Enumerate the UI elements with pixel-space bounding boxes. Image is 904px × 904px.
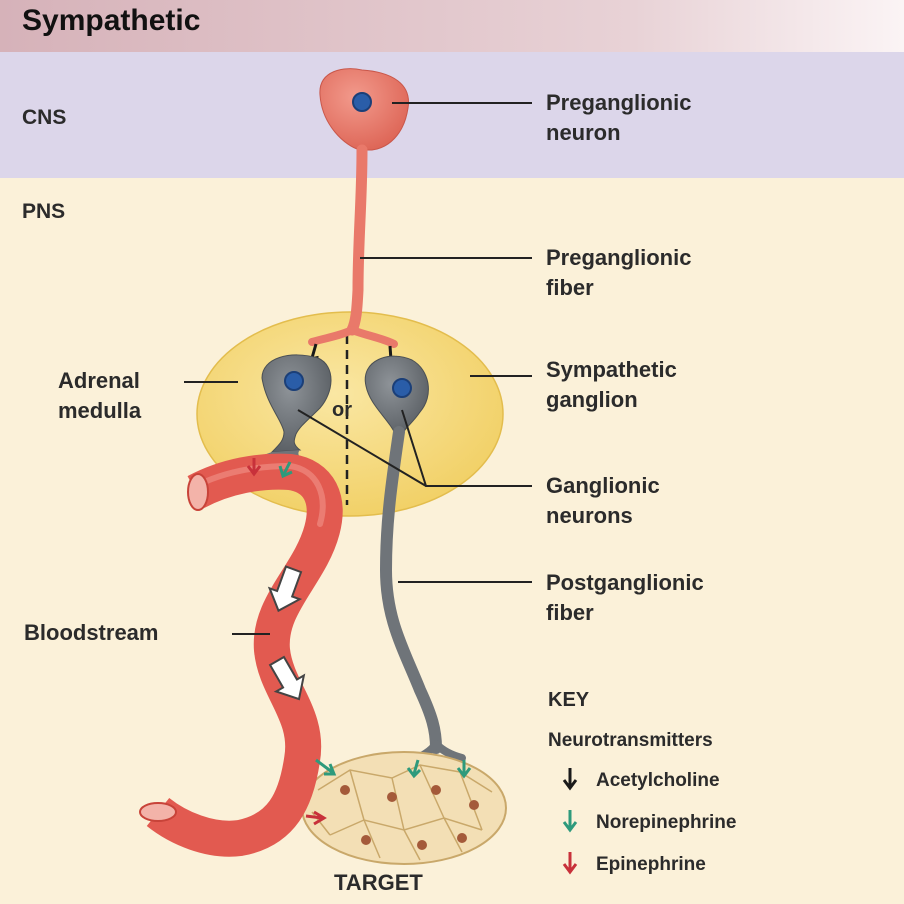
blood-vessel-highlight	[197, 462, 326, 527]
preganglionic-fiber-label: Preganglionic fiber	[546, 245, 698, 300]
vessel-opening-top	[187, 473, 209, 511]
adrenal-cell-nucleus	[284, 371, 304, 391]
epinephrine-arrow-adrenal	[246, 458, 262, 477]
preganglionic-neuron-label: Preganglionic neuron	[546, 90, 698, 145]
ganglionic-neurons-label: Ganglionic neurons	[546, 473, 666, 528]
norepinephrine-arrow-terminal-left	[406, 759, 422, 779]
norepinephrine-arrow-terminal-right	[456, 760, 472, 779]
or-label: or	[332, 399, 352, 421]
cns-band	[0, 52, 904, 178]
vessel-opening-bottom	[139, 802, 177, 822]
epinephrine-key-label: Epinephrine	[596, 854, 706, 875]
adrenal-medulla-label: Adrenal medulla	[58, 368, 146, 423]
acetylcholine-key-label: Acetylcholine	[596, 770, 720, 791]
target-label: TARGET	[334, 870, 423, 895]
ganglionic-neuron-nucleus	[392, 378, 412, 398]
key-item-epinephrine: Epinephrine	[562, 852, 706, 875]
norepinephrine-key-label: Norepinephrine	[596, 812, 736, 833]
norepinephrine-arrow-vessel-target	[315, 758, 337, 776]
epinephrine-arrow-target	[305, 810, 327, 826]
flow-arrow-2	[268, 655, 306, 701]
acetylcholine-arrow-left	[310, 343, 319, 364]
acetylcholine-key-icon	[562, 768, 578, 791]
sympathetic-ganglion-label: Sympathetic ganglion	[546, 357, 683, 412]
postganglionic-fiber	[379, 426, 442, 754]
pns-label: PNS	[22, 200, 65, 223]
header-band	[0, 0, 904, 52]
norepinephrine-arrow-adrenal	[278, 461, 293, 479]
norepinephrine-key-icon	[562, 810, 578, 833]
epinephrine-key-icon	[562, 852, 578, 875]
key-subtitle: Neurotransmitters	[548, 730, 713, 751]
adrenal-medulla-cell	[261, 354, 332, 453]
bloodstream-label: Bloodstream	[24, 620, 158, 645]
key-item-norepinephrine: Norepinephrine	[562, 810, 736, 833]
preganglionic-branch-right	[348, 326, 398, 348]
preganglionic-nucleus	[352, 92, 372, 112]
postganglionic-fiber-label: Postganglionic fiber	[546, 570, 710, 625]
postganglionic-terminal-right	[432, 740, 466, 762]
key-item-acetylcholine: Acetylcholine	[562, 768, 720, 791]
leader-ganglionic-neurons	[297, 409, 532, 487]
cns-label: CNS	[22, 106, 66, 129]
page-title: Sympathetic	[22, 4, 200, 37]
target-tissue	[301, 751, 507, 865]
key-title: KEY	[548, 689, 590, 711]
preganglionic-fiber	[346, 144, 368, 336]
flow-arrow-1	[267, 565, 303, 613]
